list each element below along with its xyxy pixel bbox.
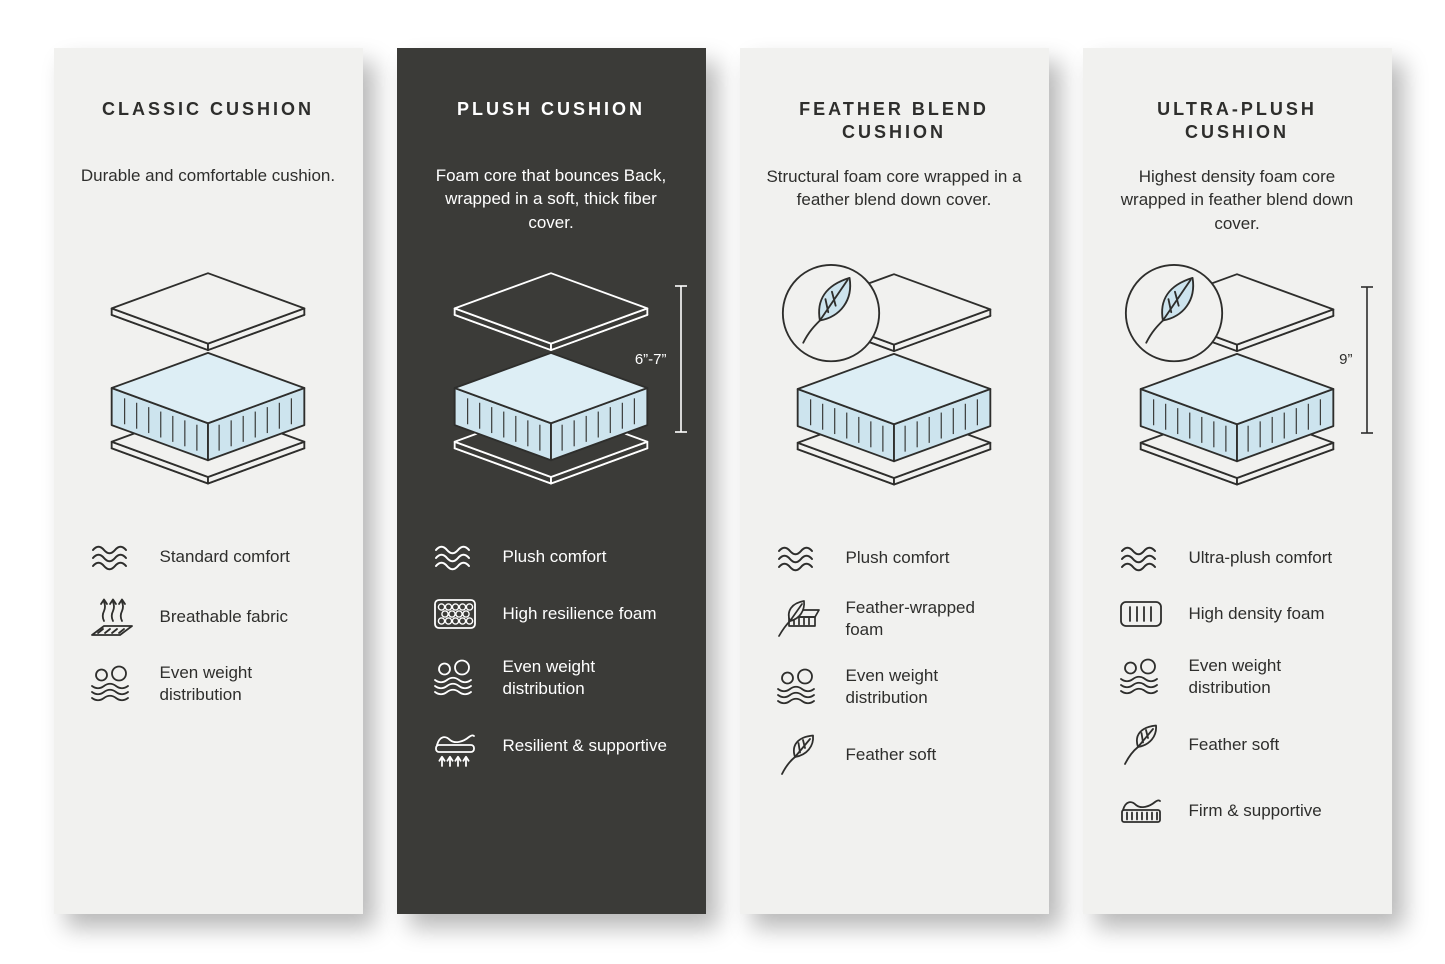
feature-row: High resilience foam [431, 596, 682, 632]
feature-label: Plush comfort [845, 547, 950, 567]
resilient-icon [431, 724, 479, 768]
feature-list: Standard comfort Breathable fabric Even … [78, 542, 339, 706]
feature-row: Ultra-plush comfort [1117, 543, 1368, 573]
firm-icon [1117, 791, 1165, 831]
waves-icon [1117, 543, 1165, 573]
feather-badge-icon [1124, 263, 1224, 362]
feature-row: Feather-wrapped foam [774, 597, 1025, 641]
feature-row: Even weight distribution [88, 662, 339, 706]
waves-icon [88, 542, 136, 572]
feature-list: Ultra-plush comfort High density foam Ev… [1107, 543, 1368, 831]
cushion-diagram [764, 263, 1025, 515]
cushion-illustration [781, 263, 992, 486]
cushion-diagram: 9” [1107, 263, 1373, 515]
feature-row: Firm & supportive [1117, 791, 1368, 831]
feature-row: High density foam [1117, 597, 1368, 631]
measurement-bracket-icon [674, 285, 687, 433]
panel-title: PLUSH CUSHION [456, 99, 645, 119]
panel-title: ULTRA-PLUSH CUSHION [1157, 99, 1317, 143]
feature-row: Plush comfort [431, 542, 682, 572]
panel-description: Foam core that bounces Back, wrapped in … [435, 166, 667, 232]
feature-label: Even weight distribution [502, 657, 596, 699]
top-cover-layer [453, 272, 649, 351]
measurement-bracket-icon [1360, 285, 1373, 434]
measurement-label: 6”-7” [634, 350, 667, 368]
feature-label: Even weight distribution [1188, 655, 1282, 697]
panel-description: Highest density foam core wrapped in fea… [1120, 166, 1354, 233]
feature-label: Feather soft [1188, 734, 1280, 754]
panel-classic: CLASSIC CUSHION Durable and comfortable … [53, 48, 363, 914]
feature-list: Plush comfort High resilience foam Even … [421, 542, 682, 768]
feature-row: Feather soft [1117, 723, 1368, 767]
cushion-illustration [1124, 263, 1335, 486]
even-weight-icon [1117, 658, 1165, 696]
feather-badge-icon [781, 263, 881, 362]
feature-label: Feather soft [845, 745, 937, 765]
feature-label: Ultra-plush comfort [1188, 547, 1333, 567]
even-weight-icon [88, 665, 136, 703]
feature-label: High density foam [1188, 603, 1325, 623]
feature-row: Feather soft [774, 733, 1025, 777]
cushion-diagram [78, 262, 339, 514]
even-weight-icon [774, 668, 822, 706]
measurement: 9” [1339, 285, 1373, 435]
panel-ultra-plush: ULTRA-PLUSH CUSHION Highest density foam… [1082, 48, 1392, 914]
cushion-illustration [110, 272, 306, 485]
panel-plush: PLUSH CUSHION Foam core that bounces Bac… [396, 48, 706, 914]
feature-label: Even weight distribution [159, 663, 253, 705]
feature-list: Plush comfort Feather-wrapped foam Even … [764, 543, 1025, 777]
feature-label: Firm & supportive [1188, 800, 1322, 820]
waves-icon [774, 543, 822, 573]
feature-row: Standard comfort [88, 542, 339, 572]
foam-core-layer [1139, 352, 1335, 462]
measurement-label: 9” [1339, 351, 1353, 369]
density-foam-icon [1117, 597, 1165, 631]
feature-label: Standard comfort [159, 546, 290, 566]
foam-core-layer [796, 352, 992, 462]
measurement: 6”-7” [635, 284, 688, 434]
panel-description: Durable and comfortable cushion. [80, 166, 336, 185]
panel-feather-blend: FEATHER BLEND CUSHION Structural foam co… [739, 48, 1049, 914]
feature-row: Even weight distribution [1117, 655, 1368, 699]
foam-core-layer [453, 351, 649, 462]
cushion-illustration [453, 272, 649, 485]
foam-cells-icon [431, 596, 479, 632]
feature-label: Resilient & supportive [502, 736, 667, 756]
feather-foam-icon [774, 599, 822, 639]
feather-icon [774, 733, 822, 777]
even-weight-icon [431, 659, 479, 697]
top-cover-layer [110, 272, 306, 351]
feature-label: Plush comfort [502, 546, 607, 566]
feature-row: Resilient & supportive [431, 724, 682, 768]
panel-description: Structural foam core wrapped in a feathe… [766, 166, 1022, 210]
panel-title: CLASSIC CUSHION [101, 99, 314, 119]
feature-row: Even weight distribution [774, 665, 1025, 709]
feature-label: Feather-wrapped foam [845, 597, 975, 639]
breathable-icon [88, 596, 136, 638]
waves-icon [431, 542, 479, 572]
feature-label: Breathable fabric [159, 606, 289, 626]
cushion-diagram: 6”-7” [421, 262, 687, 514]
feature-label: High resilience foam [502, 603, 657, 623]
feather-icon [1117, 723, 1165, 767]
feature-label: Even weight distribution [845, 665, 939, 708]
feature-row: Even weight distribution [431, 656, 682, 700]
feature-row: Breathable fabric [88, 596, 339, 638]
panel-title: FEATHER BLEND CUSHION [799, 99, 989, 143]
feature-row: Plush comfort [774, 543, 1025, 573]
foam-core-layer [110, 351, 306, 462]
